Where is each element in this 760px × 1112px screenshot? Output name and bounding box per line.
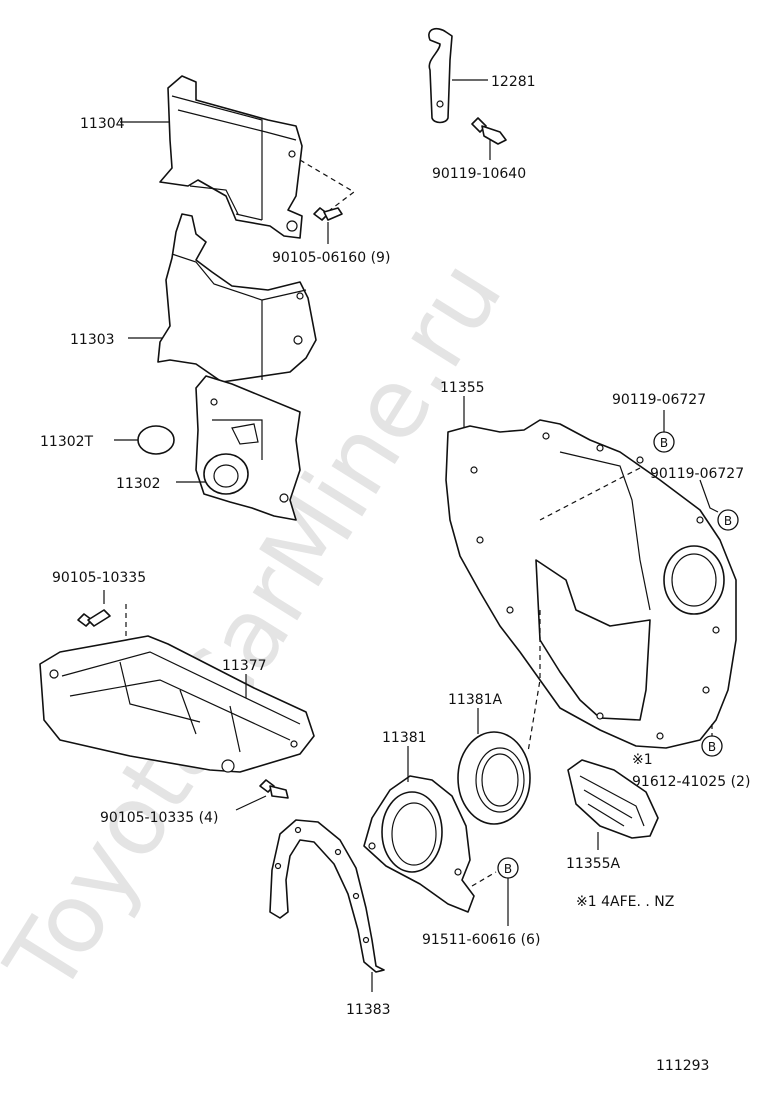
oil-seal-11381A <box>457 708 531 825</box>
dashed-leader-plate-b <box>527 610 541 753</box>
label-11304: 11304 <box>80 116 125 132</box>
label-11377: 11377 <box>222 658 267 674</box>
bolt-90119-10640 <box>471 117 507 160</box>
label-11355: 11355 <box>440 380 485 396</box>
plug-11302T <box>114 425 175 455</box>
dashed-leader-06160 <box>299 159 356 211</box>
bolt-90105-06160 <box>313 207 343 244</box>
dashed-leader-plate-a <box>539 467 641 521</box>
label-11355A: 11355A <box>566 856 621 872</box>
svg-text:B: B <box>708 740 716 754</box>
note-text: ※1 4AFE. . NZ <box>576 894 674 910</box>
label-11302: 11302 <box>116 476 161 492</box>
label-91511-60616: 91511-60616 (6) <box>422 932 540 948</box>
callout-b-4: B <box>497 857 519 879</box>
label-91612-41025: 91612-41025 (2) <box>632 774 750 790</box>
note-mark-b: ※1 <box>632 752 653 768</box>
label-11381A: 11381A <box>448 692 503 708</box>
svg-text:B: B <box>504 862 512 876</box>
label-12281: 12281 <box>491 74 536 90</box>
end-plate-11355 <box>445 396 737 749</box>
svg-text:B: B <box>724 514 732 528</box>
label-90105-06160: 90105-06160 (9) <box>272 250 390 266</box>
bracket-12281 <box>428 27 488 124</box>
stiffener-11377 <box>39 635 315 773</box>
label-11303: 11303 <box>70 332 115 348</box>
callout-b-2: B <box>717 509 739 531</box>
timing-cover-11304 <box>120 75 303 239</box>
label-90105-10335: 90105-10335 <box>52 570 146 586</box>
label-11383: 11383 <box>346 1002 391 1018</box>
label-90105-10335-4: 90105-10335 (4) <box>100 810 218 826</box>
bolt-90105-10335-4 <box>235 779 289 811</box>
label-90119-06727-b: 90119-06727 <box>650 466 744 482</box>
svg-text:B: B <box>660 436 668 450</box>
label-90119-06727-a: 90119-06727 <box>612 392 706 408</box>
label-90119-10640: 90119-10640 <box>432 166 526 182</box>
cover-11355A <box>567 759 659 850</box>
callout-b-1: B <box>653 431 675 453</box>
retainer-11381 <box>363 746 475 913</box>
label-11302T: 11302T <box>40 434 94 450</box>
bolt-90105-10335 <box>77 609 111 627</box>
callout-b-3: B <box>701 735 723 757</box>
gasket-11383 <box>269 819 385 992</box>
label-11381: 11381 <box>382 730 427 746</box>
diagram-number: 111293 <box>656 1058 709 1074</box>
timing-cover-11303 <box>128 213 317 383</box>
oil-pump-11302 <box>176 375 301 521</box>
